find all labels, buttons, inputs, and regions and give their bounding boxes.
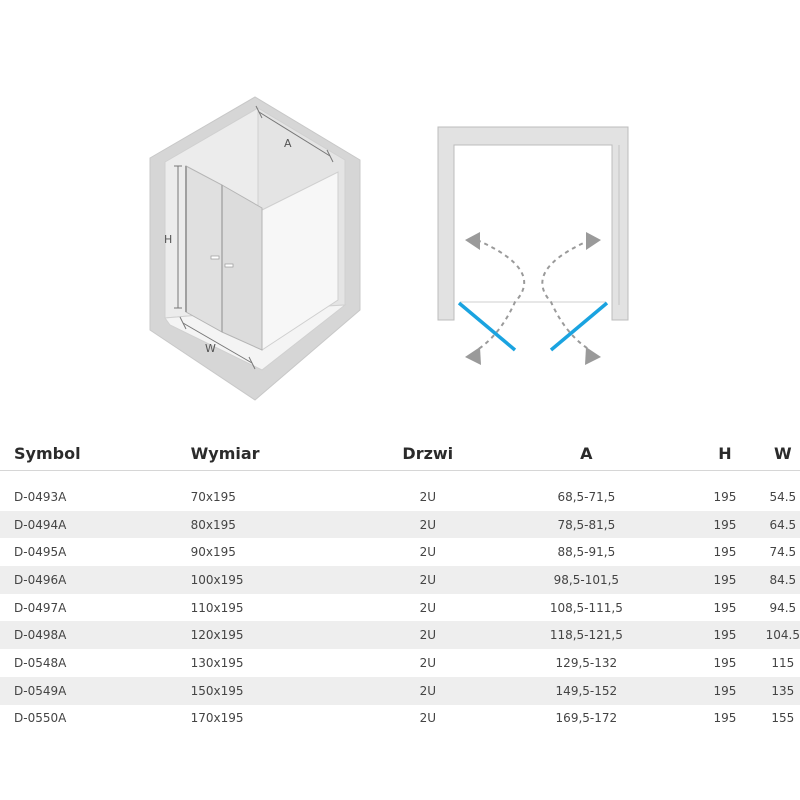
cell-wymiar: 90x195 xyxy=(190,545,236,560)
cell-symbol: D-0549A xyxy=(0,676,191,705)
cell-drzwi: 2U xyxy=(419,545,436,560)
cell-w: 94.5 xyxy=(769,600,797,615)
glass-door-left xyxy=(185,165,223,333)
top-view-walls xyxy=(437,126,629,321)
arrow-head-icon xyxy=(586,232,601,250)
cell-w: 54.5 xyxy=(769,489,797,504)
cell-w: 115 xyxy=(771,655,795,670)
cell-h: 195 xyxy=(684,510,766,539)
dimension-h-label: H xyxy=(164,233,172,246)
door-handle-left xyxy=(210,255,220,260)
table-row: D-0495A 90x195 2U 88,5-91,5 195 74.5 xyxy=(0,538,800,566)
cell-wymiar: 130x195 xyxy=(190,655,244,670)
cell-symbol: D-0498A xyxy=(0,621,191,650)
cell-a: 98,5-101,5 xyxy=(488,566,685,594)
cell-h: 195 xyxy=(684,676,766,705)
cell-symbol: D-0497A xyxy=(14,600,67,615)
cell-wymiar: 80x195 xyxy=(190,510,368,539)
cell-symbol: D-0495A xyxy=(14,545,67,560)
header-w: W xyxy=(773,443,792,463)
cell-a: 149,5-152 xyxy=(488,676,685,705)
door-panel-right xyxy=(549,301,609,352)
cell-symbol: D-0548A xyxy=(14,655,67,670)
cell-h: 195 xyxy=(713,711,737,726)
swing-arc-left xyxy=(476,239,526,351)
cell-a: 118,5-121,5 xyxy=(488,621,685,650)
cell-h: 195 xyxy=(713,489,737,504)
cell-h: 195 xyxy=(713,655,737,670)
door-handle-right xyxy=(224,263,234,268)
cell-drzwi: 2U xyxy=(419,489,436,504)
header-h: H xyxy=(718,443,732,463)
cell-a: 78,5-81,5 xyxy=(488,510,685,539)
top-view-door-diagram xyxy=(437,126,629,365)
cell-drzwi: 2U xyxy=(367,510,489,539)
cell-w: 84.5 xyxy=(765,566,800,594)
cell-drzwi: 2U xyxy=(367,676,489,705)
cell-w: 135 xyxy=(765,676,800,705)
header-wymiar: Wymiar xyxy=(190,443,260,463)
table-row: D-0548A 130x195 2U 129,5-132 195 115 xyxy=(0,649,800,677)
cell-a: 108,5-111,5 xyxy=(549,600,623,615)
arrow-head-icon xyxy=(465,347,481,365)
glass-door-right xyxy=(221,184,263,351)
table-row: D-0497A 110x195 2U 108,5-111,5 195 94.5 xyxy=(0,594,800,622)
cell-wymiar: 100x195 xyxy=(190,566,368,594)
table-row: D-0493A 70x195 2U 68,5-71,5 195 54.5 xyxy=(0,483,800,511)
cell-drzwi: 2U xyxy=(419,655,436,670)
cell-drzwi: 2U xyxy=(419,711,436,726)
swing-arc-right xyxy=(541,239,591,351)
table-row: D-0550A 170x195 2U 169,5-172 195 155 xyxy=(0,705,800,733)
cell-wymiar: 70x195 xyxy=(190,489,236,504)
cell-drzwi: 2U xyxy=(367,621,489,650)
dimension-table: Symbol Wymiar Drzwi A H W D-0493A 70x195 2… xyxy=(0,436,800,732)
cell-w: 104.5 xyxy=(765,621,800,650)
cell-wymiar: 170x195 xyxy=(190,711,244,726)
cell-a: 129,5-132 xyxy=(555,655,618,670)
cell-symbol: D-0496A xyxy=(0,566,191,594)
cell-h: 195 xyxy=(713,600,737,615)
dimension-a-label: A xyxy=(284,137,292,150)
door-panel-left xyxy=(457,301,517,352)
dimension-w-label: W xyxy=(205,342,216,355)
cell-h: 195 xyxy=(713,545,737,560)
header-a: A xyxy=(580,443,593,463)
cell-symbol: D-0493A xyxy=(14,489,67,504)
cell-h: 195 xyxy=(684,621,766,650)
cell-w: 74.5 xyxy=(769,545,797,560)
cell-drzwi: 2U xyxy=(367,566,489,594)
cell-w: 155 xyxy=(771,711,795,726)
table-header: Symbol Wymiar Drzwi A H W xyxy=(0,436,800,471)
cell-a: 169,5-172 xyxy=(555,711,618,726)
cell-symbol: D-0494A xyxy=(0,510,191,539)
cell-h: 195 xyxy=(684,566,766,594)
cell-wymiar: 110x195 xyxy=(190,600,244,615)
cell-a: 88,5-91,5 xyxy=(557,545,616,560)
cell-wymiar: 150x195 xyxy=(190,676,368,705)
arrow-head-icon xyxy=(465,232,480,250)
cell-drzwi: 2U xyxy=(419,600,436,615)
cell-w: 64.5 xyxy=(765,510,800,539)
cell-symbol: D-0550A xyxy=(14,711,67,726)
cell-wymiar: 120x195 xyxy=(190,621,368,650)
header-drzwi: Drzwi xyxy=(402,443,454,463)
isometric-shower-diagram: A H W xyxy=(149,96,361,401)
header-symbol: Symbol xyxy=(14,443,81,463)
arrow-head-icon xyxy=(585,347,601,365)
cell-a: 68,5-71,5 xyxy=(557,489,616,504)
